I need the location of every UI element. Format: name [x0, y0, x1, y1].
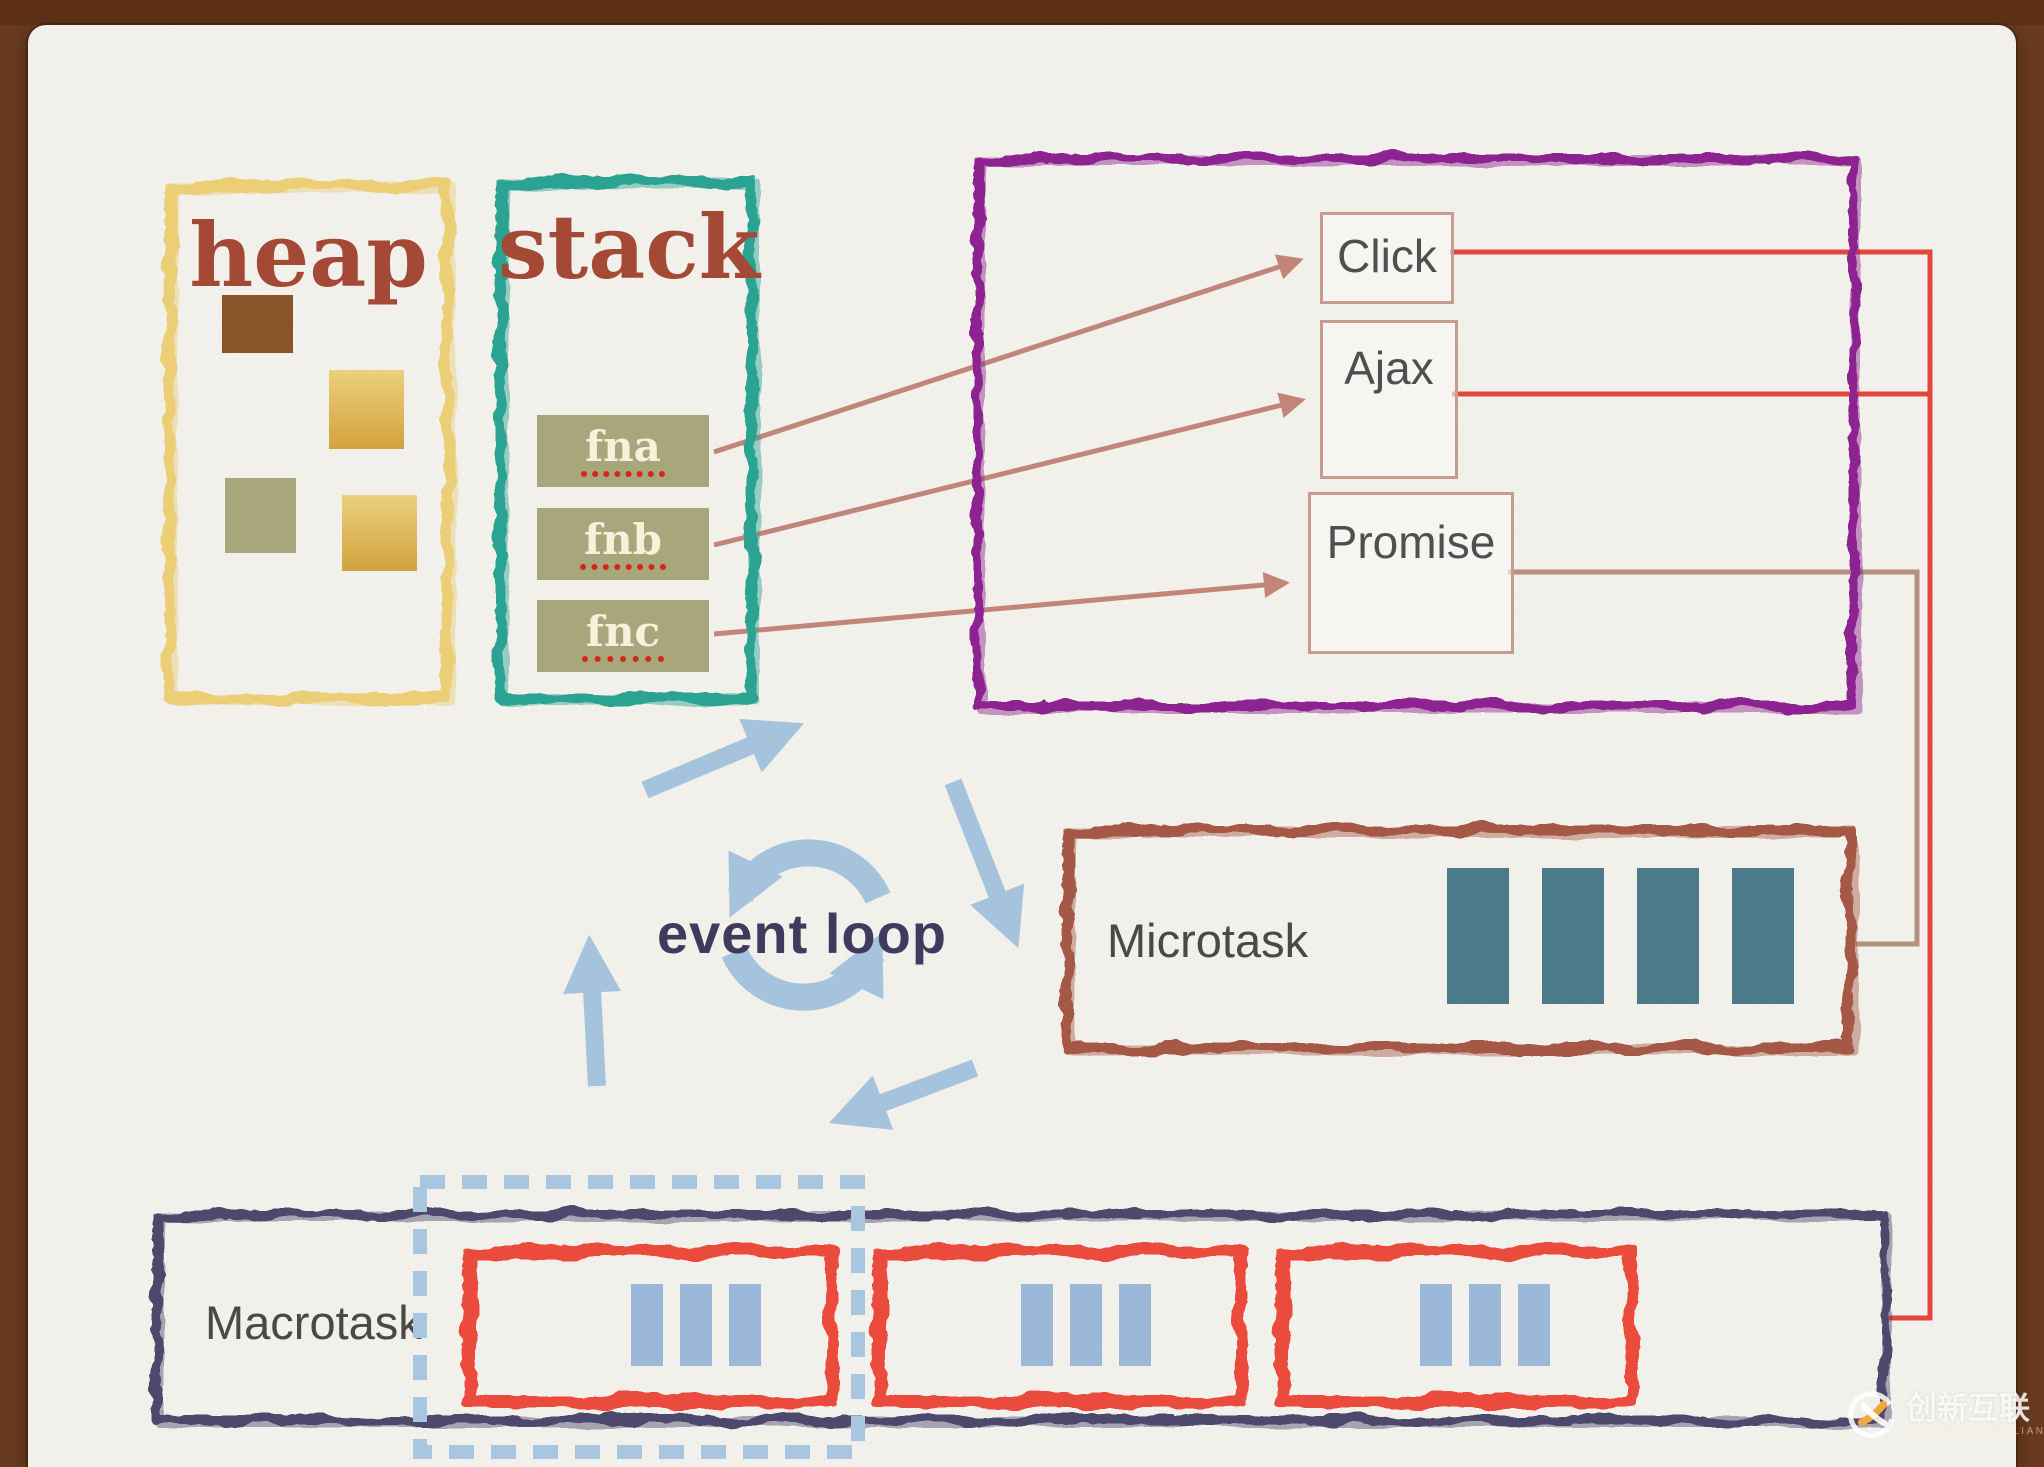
macrotask-item-bars [1420, 1284, 1550, 1366]
stack-box: stack fna fnb fnc [495, 176, 760, 705]
watermark-logo-icon [1848, 1391, 1895, 1438]
stack-title: stack [498, 195, 760, 299]
webapi-ajax-label: Ajax [1344, 342, 1434, 394]
webapi-click-label: Click [1337, 230, 1437, 282]
microtask-queue-bars [1447, 868, 1794, 1004]
stack-frame-fnb: fnb [537, 508, 709, 580]
heap-title: heap [189, 203, 428, 307]
heap-object-block [329, 370, 404, 449]
stack-frame-label: fna [581, 425, 665, 477]
webapi-promise-label: Promise [1326, 516, 1496, 568]
event-loop-label: event loop [656, 902, 948, 965]
webapi-ajax-box: Ajax [1320, 320, 1458, 479]
macrotask-item-bars [1021, 1284, 1151, 1366]
watermark: 创新互联 CHUANGXIN HULIAN [1848, 1390, 2044, 1440]
task-bar [1420, 1284, 1452, 1366]
microtask-bar [1732, 868, 1794, 1004]
webapi-promise-box: Promise [1308, 492, 1514, 654]
task-bar [1070, 1284, 1102, 1366]
microtask-bar [1542, 868, 1604, 1004]
stack-frame-label: fnb [580, 518, 666, 570]
macrotask-label: Macrotask [205, 1296, 422, 1349]
microtask-bar [1637, 868, 1699, 1004]
heap-object-block [222, 295, 293, 353]
microtask-label: Microtask [1107, 914, 1309, 967]
heap-object-block [225, 478, 296, 553]
watermark-brand: 创新互联 [1906, 1391, 2030, 1426]
task-bar [1518, 1284, 1550, 1366]
webapi-click-box: Click [1320, 212, 1454, 304]
heap-object-block [342, 495, 417, 571]
microtask-bar [1447, 868, 1509, 1004]
task-bar [1469, 1284, 1501, 1366]
task-bar [1021, 1284, 1053, 1366]
heap-box: heap [164, 180, 456, 705]
task-bar [729, 1284, 761, 1366]
stack-frame-fnc: fnc [537, 600, 709, 672]
macrotask-item-box [872, 1245, 1248, 1408]
macrotask-item-box [1275, 1245, 1638, 1408]
watermark-subtitle: CHUANGXIN HULIAN [1906, 1426, 2044, 1437]
task-bar [631, 1284, 663, 1366]
stack-frame-label: fnc [581, 610, 665, 662]
stack-frame-fna: fna [537, 415, 709, 487]
macrotask-item-box [462, 1245, 839, 1408]
macrotask-item-bars [631, 1284, 761, 1366]
task-bar [680, 1284, 712, 1366]
microtask-box: Microtask [1062, 825, 1858, 1055]
task-bar [1119, 1284, 1151, 1366]
